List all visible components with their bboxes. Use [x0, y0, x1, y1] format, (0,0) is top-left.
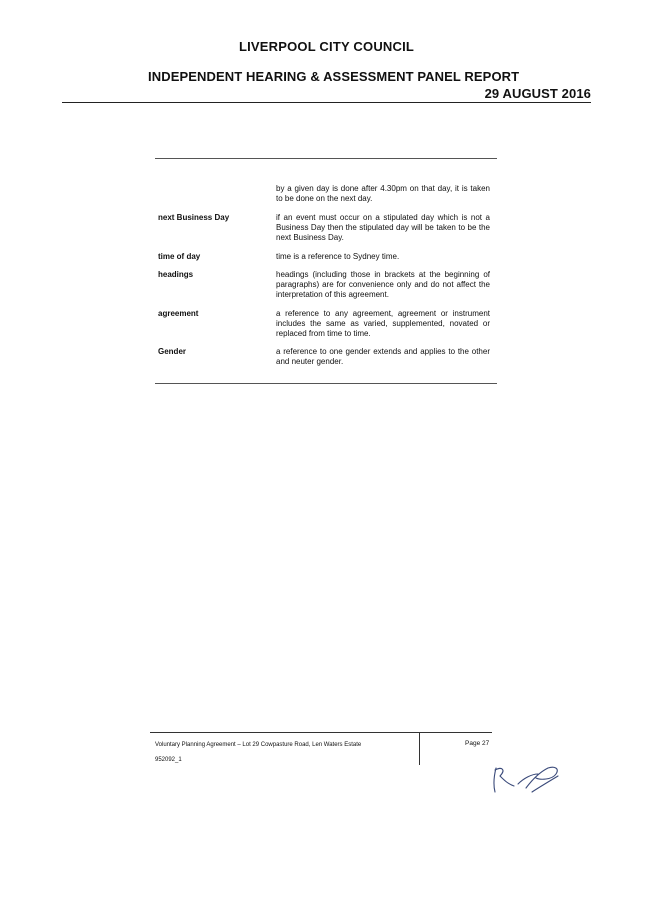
footer-vertical-divider: [419, 733, 420, 765]
table-top-divider: [155, 158, 497, 159]
definition-text: by a given day is done after 4.30pm on t…: [276, 184, 490, 203]
definition-text: a reference to any agreement, agreement …: [276, 309, 490, 338]
header-report-title: INDEPENDENT HEARING & ASSESSMENT PANEL R…: [148, 69, 520, 84]
definition-text: if an event must occur on a stipulated d…: [276, 213, 490, 242]
definition-term: time of day: [158, 252, 201, 261]
definition-term: headings: [158, 270, 194, 279]
definition-text: headings (including those in brackets at…: [276, 270, 490, 299]
table-bottom-divider: [155, 383, 497, 384]
header-date: 29 AUGUST 2016: [484, 86, 591, 101]
footer-document-ref: 952092_1: [155, 757, 182, 763]
definition-text: time is a reference to Sydney time.: [276, 252, 400, 261]
definition-term: next Business Day: [158, 213, 230, 222]
footer-document-title: Voluntary Planning Agreement – Lot 29 Co…: [155, 742, 362, 748]
footer-page-number: Page 27: [465, 740, 490, 747]
definition-term: Gender: [158, 347, 187, 356]
definition-text: a reference to one gender extends and ap…: [276, 347, 490, 366]
definition-term: agreement: [158, 309, 199, 318]
header-council: LIVERPOOL CITY COUNCIL: [238, 39, 415, 54]
signature: [493, 766, 559, 793]
header-divider: [62, 102, 591, 103]
footer-top-divider: [150, 732, 492, 733]
